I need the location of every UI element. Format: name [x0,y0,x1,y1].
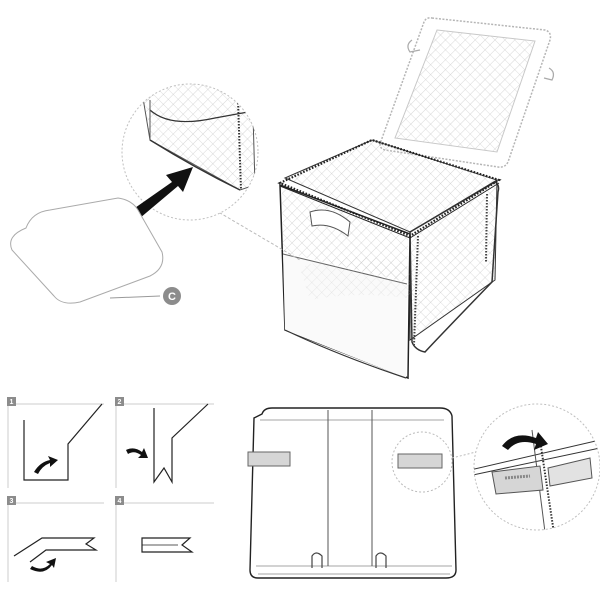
step-panel-2: 2 [115,397,214,488]
fold-arrow-icon [126,448,148,458]
zip-flap [409,181,500,353]
step-number-1: 1 [10,399,14,406]
strap-focus-circle [391,431,453,493]
part-label-badge: C [163,287,181,305]
part-label: C [168,291,176,303]
step-number-4: 4 [118,498,122,505]
storage-box [277,17,555,380]
step-number-2: 2 [118,399,122,406]
step-panel-4: 4 [115,496,214,582]
step-panel-3: 3 [7,496,104,582]
insert-arrow-icon [132,167,193,218]
detail-guide-line [214,209,301,261]
fold-arrow-icon [502,432,548,450]
fold-arrow-icon [34,456,58,474]
box-lid [379,17,555,168]
step-panel-1: 1 [7,397,104,488]
zipper-rim [277,138,502,238]
folded-box [247,407,457,579]
strap-detail-callout [473,403,600,531]
base-board-part: C [10,197,181,305]
fold-arrow-icon [30,558,56,572]
detail-callout-circle [121,83,259,221]
strap-left [247,451,291,467]
step-number-3: 3 [10,498,14,505]
strap-right [397,453,443,469]
